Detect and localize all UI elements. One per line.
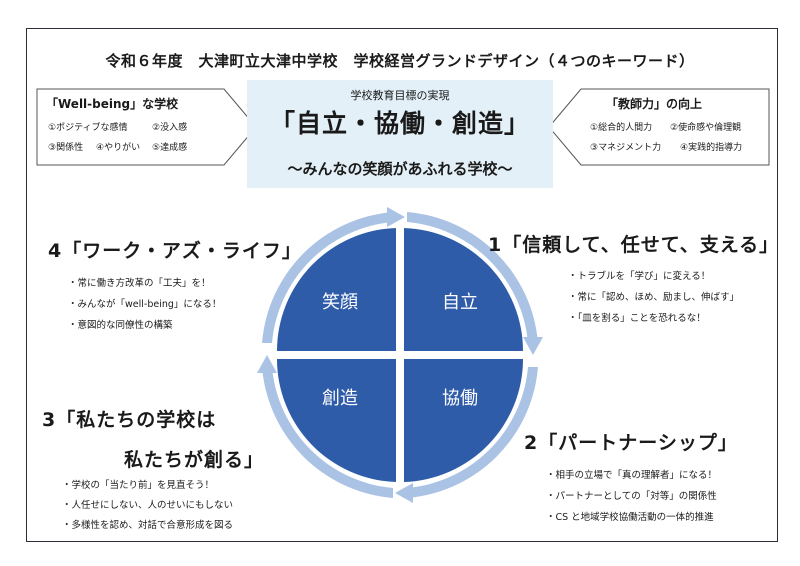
left-panel-shape: [36, 88, 257, 166]
quadrant-label-bottom-right: 協働: [442, 388, 478, 409]
keyword-2-bullet: ・CS と地域学校協働活動の一体的推進: [546, 512, 714, 523]
right-panel-item: ③マネジメント力: [590, 143, 662, 153]
left-panel-item: ②没入感: [152, 123, 188, 133]
keyword-1-bullet: ・「皿を割る」ことを恐れるな！: [568, 313, 706, 324]
keyword-4-bullet: ・常に働き方改革の「工夫」を！: [68, 278, 211, 289]
quadrants: [276, 228, 523, 482]
goal-main: 「自立・協働・創造」: [269, 109, 530, 138]
outer-frame: [26, 28, 778, 542]
goal-slogan: ～みんなの笑顔があふれる学校～: [287, 160, 513, 178]
left-panel-item: ④やりがい: [96, 143, 141, 153]
quadrant-label-top-right: 自立: [442, 292, 478, 313]
left-panel-item: ①ポジティブな感情: [48, 123, 128, 133]
right-panel-item: ②使命感や倫理観: [670, 123, 742, 133]
right-panel-item: ④実践的指導力: [680, 143, 743, 153]
keyword-3-bullet: ・人任せにしない、人のせいにもしない: [62, 500, 234, 511]
quadrant-top-right: [404, 228, 523, 351]
right-panel-item: ①総合的人間力: [590, 123, 653, 133]
keyword-3-bullet: ・学校の「当たり前」を見直そう！: [62, 480, 215, 491]
keyword-4-bullet: ・意図的な同僚性の構築: [68, 320, 173, 331]
keyword-1-bullet: ・トラブルを「学び」に変える！: [568, 271, 711, 282]
keyword-4-heading: 4「ワーク・アズ・ライフ」: [48, 240, 302, 262]
right-panel-shape: [548, 88, 770, 166]
left-panel: 「Well-being」な学校 ①ポジティブな感情 ②没入感 ③関係性 ④やりが…: [36, 88, 258, 166]
keyword-3-bullet: ・多様性を認め、対話で合意形成を図る: [62, 520, 234, 531]
goal-subtitle: 学校教育目標の実現: [350, 89, 450, 102]
quadrant-bottom-right: [404, 359, 523, 482]
arrow-ring: [257, 207, 543, 503]
center-goal-box: 学校教育目標の実現 「自立・協働・創造」 ～みんなの笑顔があふれる学校～: [247, 80, 553, 188]
quadrant-label-top-left: 笑顔: [322, 292, 358, 313]
quadrant-bottom-left: [276, 359, 396, 482]
quadrant-label-bottom-left: 創造: [322, 388, 358, 409]
left-panel-item: ③関係性: [48, 143, 84, 153]
keyword-2-bullet: ・相手の立場で「真の理解者」になる！: [546, 470, 718, 481]
right-panel-heading: 「教師力」の向上: [606, 97, 703, 111]
keyword-3-heading-line2: 私たちが創る」: [124, 449, 265, 471]
keyword-1-bullet: ・常に「認め、ほめ、励まし、伸ばす」: [568, 292, 740, 303]
keyword-3-heading-line1: 3「私たちの学校は: [42, 409, 217, 431]
page-title: 令和６年度 大津町立大津中学校 学校経営グランドデザイン（４つのキーワード）: [105, 52, 695, 70]
quadrant-diagram: [257, 207, 543, 503]
keyword-4-bullet: ・みんなが「well-being」になる！: [68, 299, 222, 310]
keyword-1-heading: 1「信頼して、任せて、支える」: [488, 234, 780, 256]
left-panel-heading: 「Well-being」な学校: [46, 97, 179, 111]
quadrant-top-left: [276, 228, 396, 351]
left-panel-item: ⑤達成感: [152, 143, 188, 153]
right-panel: 「教師力」の向上 ①総合的人間力 ②使命感や倫理観 ③マネジメント力 ④実践的指…: [548, 88, 770, 166]
keyword-2-heading: 2「パートナーシップ」: [524, 432, 738, 454]
keyword-2-bullet: ・パートナーとしての「対等」の関係性: [546, 491, 717, 502]
